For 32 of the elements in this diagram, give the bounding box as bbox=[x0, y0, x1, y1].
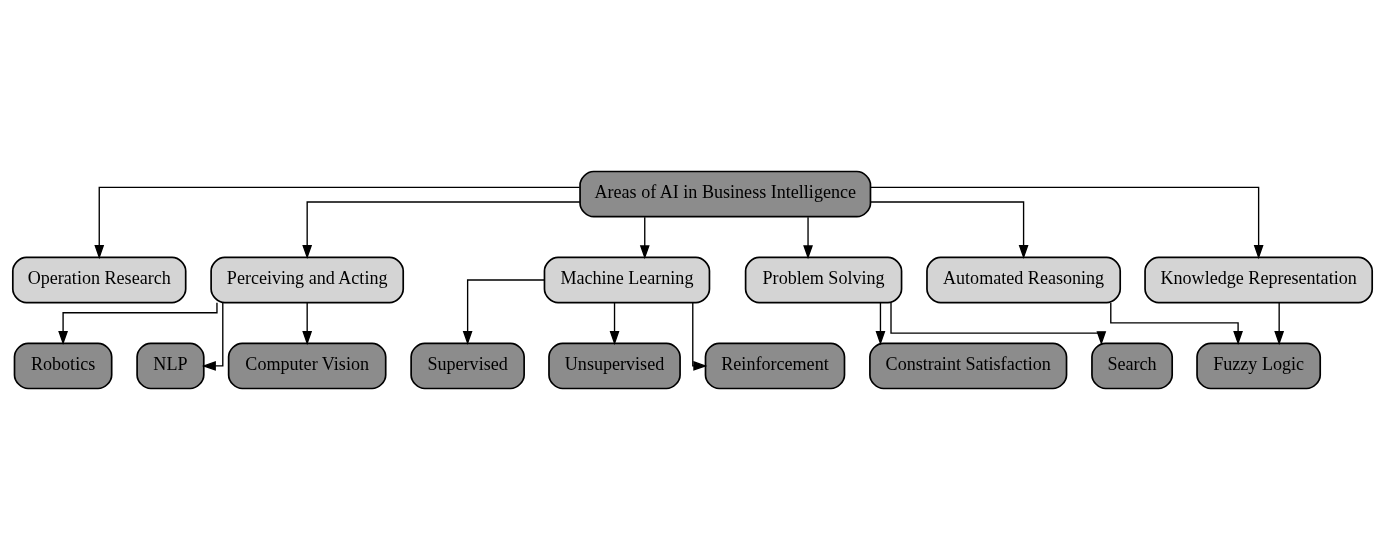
node-box: Unsupervised bbox=[548, 342, 681, 390]
arrow bbox=[639, 216, 650, 260]
node-box: Robotics bbox=[13, 342, 113, 390]
node-box: Reinforcement bbox=[704, 342, 846, 390]
node-box: NLP bbox=[136, 342, 205, 390]
node-box: Computer Vision bbox=[227, 342, 387, 390]
arrow bbox=[870, 186, 1264, 260]
node-box: Supervised bbox=[410, 342, 525, 390]
node-box: Knowledge Representation bbox=[1144, 256, 1374, 304]
arrow bbox=[890, 302, 1107, 346]
arrow bbox=[302, 302, 313, 346]
node-box: Automated Reasoning bbox=[926, 256, 1122, 304]
node-box: Constraint Satisfaction bbox=[869, 342, 1068, 390]
arrow bbox=[94, 186, 581, 260]
arrow bbox=[1110, 302, 1243, 345]
node-box: Operation Research bbox=[11, 256, 187, 304]
arrow bbox=[609, 302, 620, 346]
arrow bbox=[1274, 302, 1285, 346]
arrow bbox=[875, 302, 886, 346]
arrow bbox=[869, 201, 1029, 260]
arrow bbox=[302, 201, 581, 260]
arrow bbox=[201, 302, 224, 371]
arrow bbox=[803, 216, 813, 260]
node-box: Problem Solving bbox=[744, 256, 903, 304]
node-box: Search bbox=[1091, 342, 1174, 390]
node-box: Areas of AI in Business Intelligence bbox=[579, 170, 872, 218]
node-box: Fuzzy Logic bbox=[1196, 342, 1322, 390]
arrow bbox=[462, 279, 545, 345]
arrow bbox=[58, 302, 218, 346]
arrow bbox=[692, 302, 708, 371]
node-box: Perceiving and Acting bbox=[210, 256, 405, 304]
node-box: Machine Learning bbox=[543, 256, 711, 304]
